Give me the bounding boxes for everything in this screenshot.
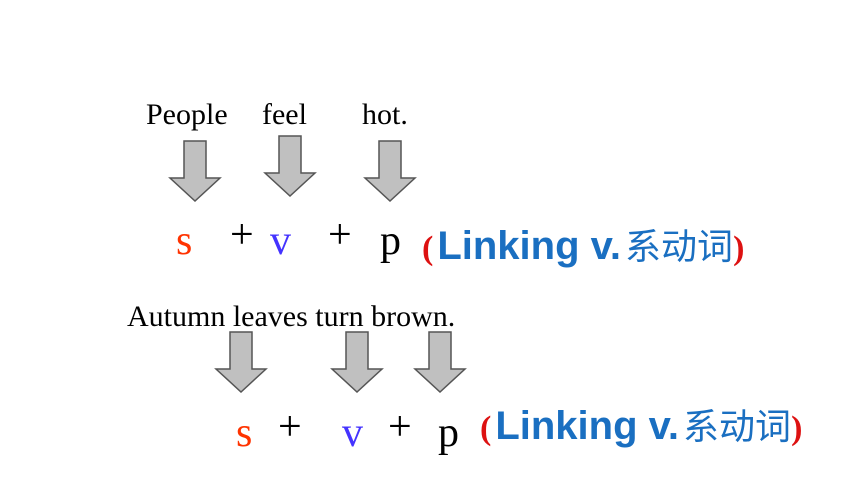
example1-word-hot: hot.: [362, 98, 408, 131]
down-arrow-icon: [168, 140, 222, 202]
note-close-paren: ): [733, 230, 745, 267]
pattern2-plus-2: +: [388, 404, 412, 450]
note-close-paren: ): [791, 410, 803, 447]
pattern2-predicative: p: [438, 410, 459, 456]
pattern1-verb: v: [270, 218, 291, 264]
note-label: Linking v.: [495, 404, 680, 448]
down-arrow-icon: [263, 135, 317, 197]
pattern1-predicative: p: [380, 218, 401, 264]
example1-word-feel: feel: [262, 98, 307, 131]
note-cjk: 系动词: [625, 227, 734, 268]
pattern2-verb: v: [342, 410, 363, 456]
down-arrow-icon: [363, 140, 417, 202]
note-label: Linking v.: [437, 224, 622, 268]
pattern1-subject: s: [176, 218, 193, 264]
note-open-paren: (: [480, 410, 492, 447]
down-arrow-icon: [214, 331, 268, 393]
pattern2-subject: s: [236, 410, 253, 456]
note-open-paren: (: [422, 230, 434, 267]
pattern1-plus-1: +: [230, 212, 254, 258]
example2-sentence: Autumn leaves turn brown.: [127, 300, 456, 333]
example1-word-people: People: [146, 98, 228, 131]
down-arrow-icon: [413, 331, 467, 393]
pattern2-plus-1: +: [278, 404, 302, 450]
note-cjk: 系动词: [683, 407, 792, 448]
pattern2-note: ( Linking v. 系动词): [480, 406, 802, 446]
pattern1-plus-2: +: [328, 212, 352, 258]
pattern1-note: ( Linking v. 系动词): [422, 226, 744, 266]
down-arrow-icon: [330, 331, 384, 393]
